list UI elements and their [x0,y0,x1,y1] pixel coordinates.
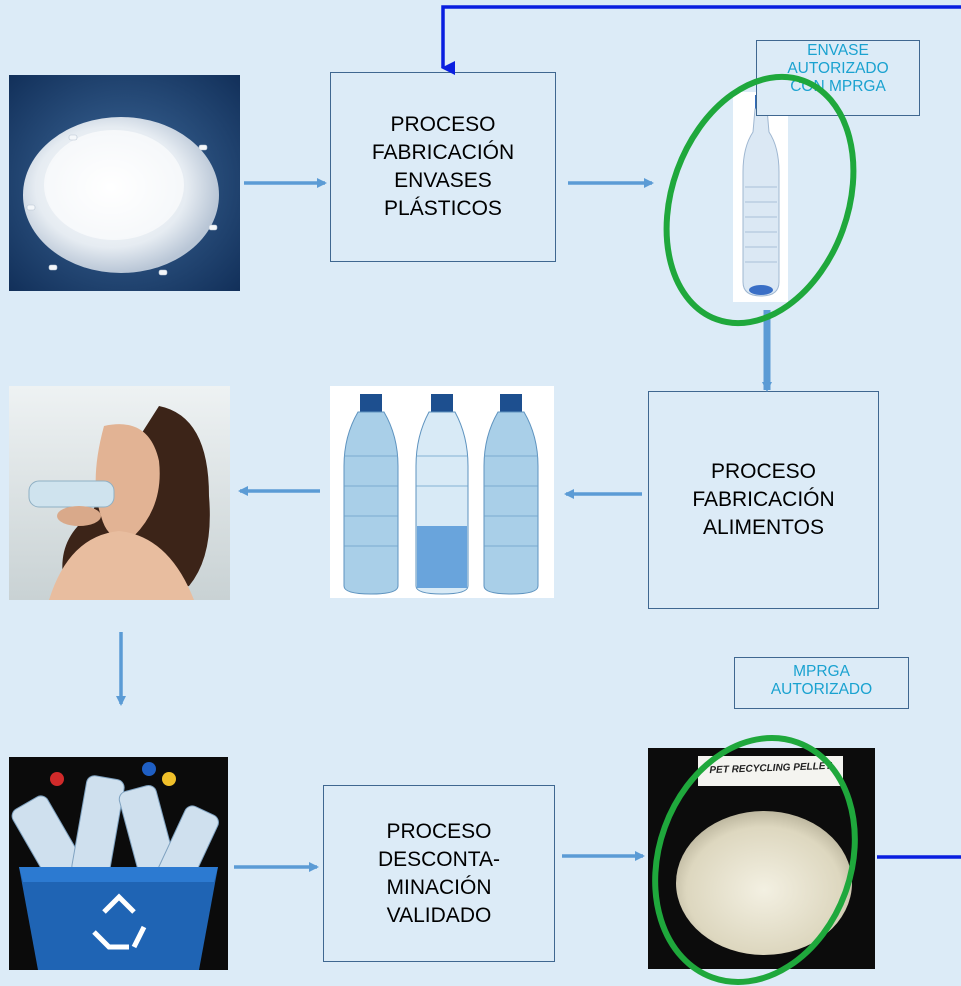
process-decontamination-box: PROCESO DESCONTA- MINACIÓN VALIDADO [323,785,555,962]
authorized-mprga-label: MPRGA AUTORIZADO [734,657,909,709]
process-food-manufacturing-box: PROCESO FABRICACIÓN ALIMENTOS [648,391,879,609]
recycling-bin-image [9,757,228,970]
plastic-bottle-image [733,92,788,302]
process-plastic-manufacturing-box: PROCESO FABRICACIÓN ENVASES PLÁSTICOS [330,72,556,262]
water-bottles-image [330,386,554,598]
authorized-container-label: ENVASE AUTORIZADO CON MPRGA [756,40,920,116]
recycled-pellet-image: PET RECYCLING PELLET [648,748,875,969]
woman-drinking-image [9,386,230,600]
virgin-pellets-image [9,75,240,291]
